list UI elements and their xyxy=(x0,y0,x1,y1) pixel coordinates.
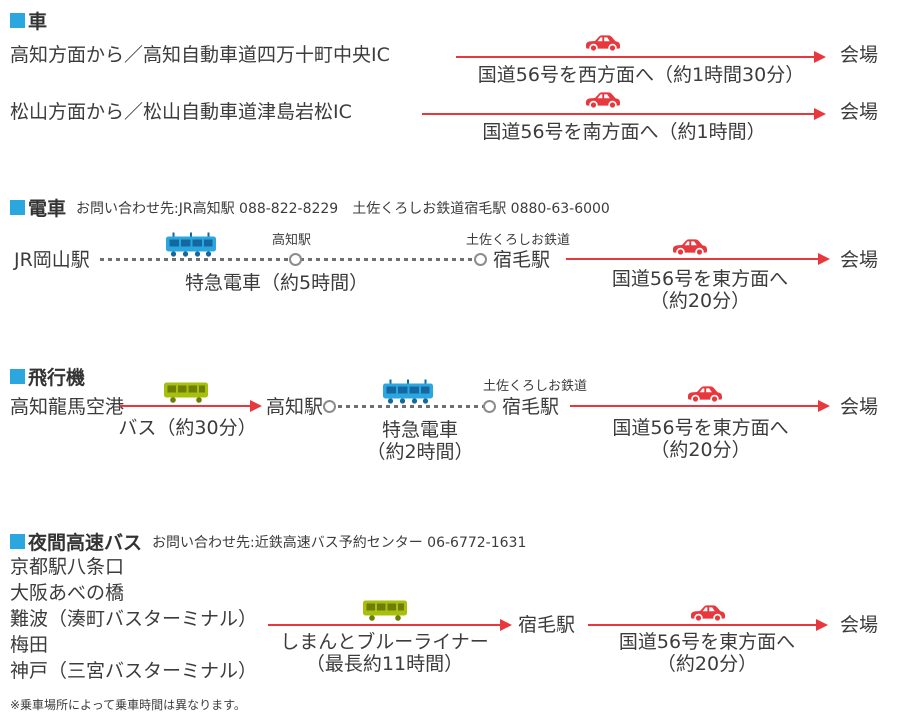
venue-label: 会場 xyxy=(840,44,879,66)
bus-icon xyxy=(362,598,408,622)
drive-leg-duration: （約20分） xyxy=(650,439,751,461)
bus-icon xyxy=(163,380,209,404)
section-header-night-bus: 夜間高速バス お問い合わせ先:近鉄高速バス予約センター 06-6772-1631 xyxy=(10,528,526,555)
section-header-plane: 飛行機 xyxy=(10,363,85,390)
rail-leg-label: 特急電車（約5時間） xyxy=(185,272,369,294)
night-bus-contact-info: お問い合わせ先:近鉄高速バス予約センター 06-6772-1631 xyxy=(152,534,527,551)
venue-label: 会場 xyxy=(840,396,879,418)
end-station-label: 宿毛駅 xyxy=(493,249,551,271)
bus-origin-item: 梅田 xyxy=(10,634,49,656)
route-arrow xyxy=(268,619,512,631)
section-marker xyxy=(10,13,25,28)
venue-label: 会場 xyxy=(840,614,879,636)
train-icon xyxy=(165,232,217,258)
section-marker xyxy=(10,200,25,215)
route-arrow xyxy=(588,619,828,631)
bus-origin-item: 神戸（三宮バスターミナル） xyxy=(10,660,258,682)
car-icon xyxy=(583,32,623,54)
car-route2-origin: 松山方面から／松山自動車道津島岩松IC xyxy=(10,101,352,123)
route-arrow xyxy=(120,400,262,412)
drive-leg-label: 国道56号を東方面へ xyxy=(618,631,796,653)
car-route1-origin: 高知方面から／高知自動車道四万十町中央IC xyxy=(10,44,390,66)
mid-station-label: 宿毛駅 xyxy=(518,614,576,636)
car-icon xyxy=(685,383,725,405)
section-marker xyxy=(10,369,25,384)
bus-origin-list: 京都駅八条口 大阪あべの橋 難波（湊町バスターミナル） 梅田 神戸（三宮バスター… xyxy=(10,554,257,684)
section-title-car: 車 xyxy=(28,11,48,33)
train-icon xyxy=(382,379,434,405)
section-title-plane: 飛行機 xyxy=(28,367,86,389)
car-route1-via: 国道56号を西方面へ（約1時間30分） xyxy=(477,64,805,86)
rail-company-label: 土佐くろしお鉄道 xyxy=(483,379,588,394)
drive-leg-duration: （約20分） xyxy=(656,653,758,675)
bus-leg-duration: （最長約11時間） xyxy=(305,653,464,675)
plane-origin-airport: 高知龍馬空港 xyxy=(10,396,125,418)
bus-origin-item: 難波（湊町バスターミナル） xyxy=(10,608,258,630)
drive-leg-duration: （約20分） xyxy=(649,290,751,312)
bus-leg-label: しまんとブルーライナー xyxy=(280,631,489,653)
drive-leg-label: 国道56号を東方面へ xyxy=(612,417,789,439)
route-arrow xyxy=(566,253,830,265)
car-icon xyxy=(688,602,728,624)
train-origin-station: JR岡山駅 xyxy=(14,249,90,271)
end-station-label: 宿毛駅 xyxy=(502,396,560,418)
section-title-train: 電車 xyxy=(28,198,67,220)
route-arrow xyxy=(456,51,826,63)
car-route2-via: 国道56号を南方面へ（約1時間） xyxy=(482,121,766,143)
route-arrow xyxy=(570,400,830,412)
car-icon xyxy=(583,89,623,111)
route-arrow xyxy=(422,108,826,120)
bus-origin-item: 京都駅八条口 xyxy=(10,556,125,578)
venue-label: 会場 xyxy=(840,101,879,123)
drive-leg-label: 国道56号を東方面へ xyxy=(611,268,789,290)
car-icon xyxy=(670,236,710,258)
rail-dashed-line xyxy=(330,405,486,408)
section-header-car: 車 xyxy=(10,7,47,34)
bus-leg-label: バス（約30分） xyxy=(118,417,257,439)
rail-leg-duration: （約2時間） xyxy=(366,441,474,463)
mid-station-label: 高知駅 xyxy=(272,233,312,248)
section-header-train: 電車 お問い合わせ先:JR高知駅 088-822-8229 土佐くろしお鉄道宿毛… xyxy=(10,194,610,221)
station-circle xyxy=(289,253,302,266)
station-circle xyxy=(483,400,496,413)
station-circle xyxy=(474,253,487,266)
section-title-night-bus: 夜間高速バス xyxy=(28,532,143,554)
venue-label: 会場 xyxy=(840,249,879,271)
section-marker xyxy=(10,534,25,549)
station-circle xyxy=(323,400,336,413)
mid-station-label: 高知駅 xyxy=(266,396,324,418)
rail-leg-label: 特急電車 xyxy=(381,419,458,441)
rail-company-label: 土佐くろしお鉄道 xyxy=(466,233,571,248)
train-contact-info: お問い合わせ先:JR高知駅 088-822-8229 土佐くろしお鉄道宿毛駅 0… xyxy=(76,200,610,217)
bus-origin-item: 大阪あべの橋 xyxy=(10,582,125,604)
boarding-time-note: ※乗車場所によって乗車時間は異なります。 xyxy=(10,698,246,712)
